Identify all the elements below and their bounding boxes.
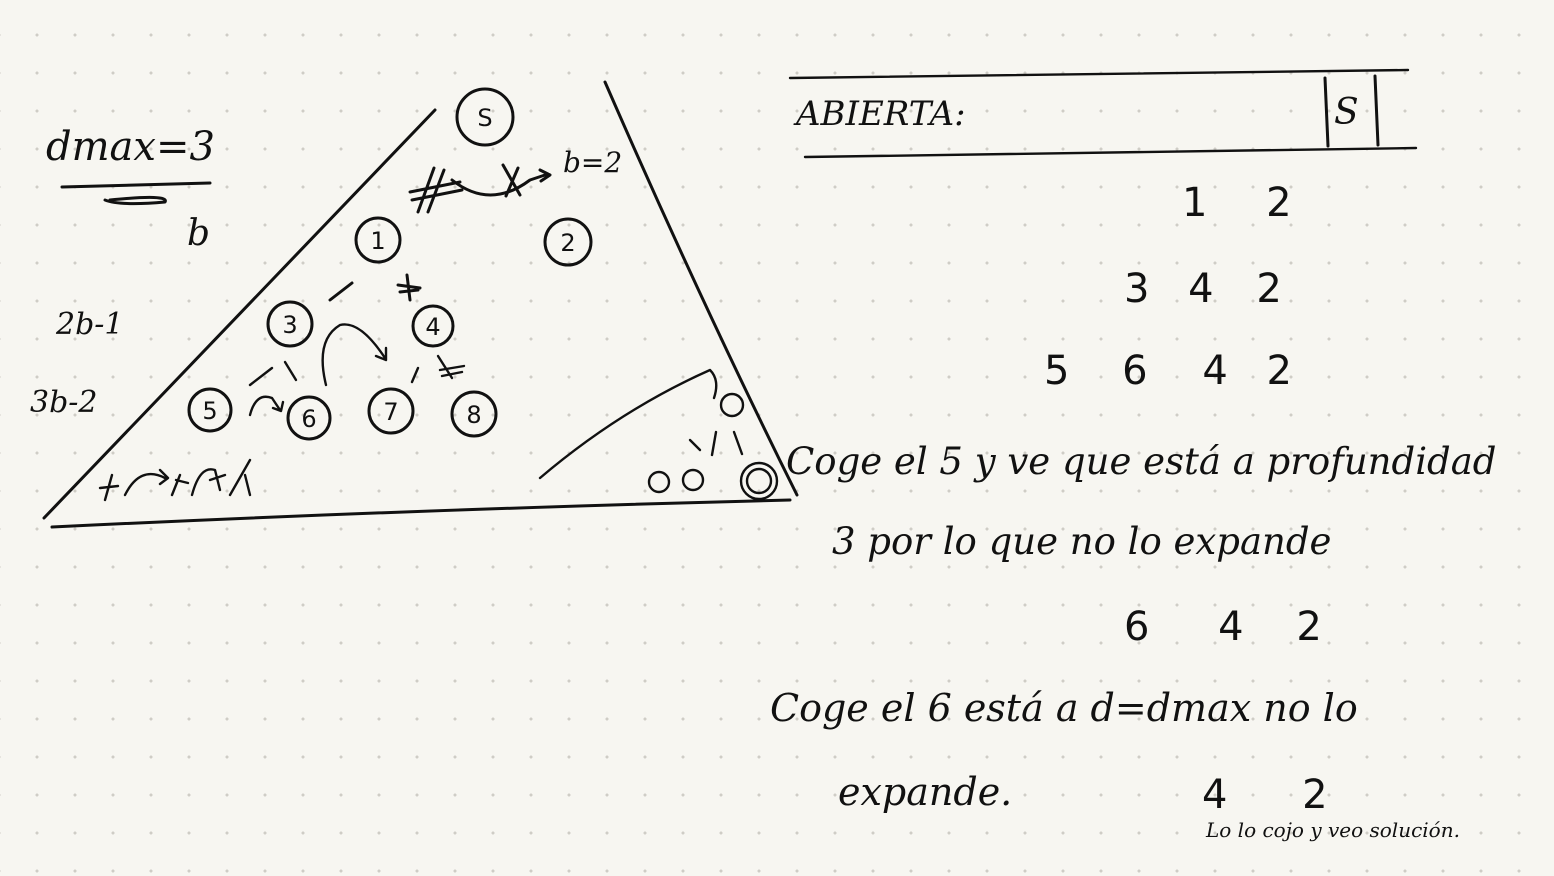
subtree-outline <box>538 368 718 480</box>
tree-node-2: 2 <box>543 217 593 267</box>
node-label: 3 <box>282 311 297 339</box>
level3-label: 3b-2 <box>30 385 98 420</box>
node-circle <box>543 217 593 267</box>
list-item: 6 <box>1124 604 1150 650</box>
b-label: b <box>187 213 210 254</box>
branch-factor-label: b=2 <box>563 146 622 179</box>
edge-4-8-crossed <box>436 354 466 380</box>
subtree-nodes <box>647 392 779 501</box>
abierta-top-line <box>788 68 1410 80</box>
edge-4-7 <box>410 366 420 384</box>
final-note: Lo lo cojo y veo solución. <box>1206 818 1460 842</box>
edge-3-6 <box>283 360 298 382</box>
tree-node-8: 8 <box>450 390 498 438</box>
tree-node-s: S <box>455 87 515 147</box>
open-list-row-5: 4 2 <box>1202 772 1328 818</box>
open-list-row-1: 1 2 <box>1182 180 1292 226</box>
tree-node-4: 4 <box>411 304 455 348</box>
abierta-bottom-line <box>803 146 1418 159</box>
abierta-initial-cell: S <box>1334 92 1359 133</box>
list-item: 4 <box>1188 266 1214 312</box>
list-item: 2 <box>1266 348 1292 394</box>
node-circle <box>450 390 498 438</box>
tree-node-5: 5 <box>187 387 233 433</box>
list-item: 2 <box>1266 180 1292 226</box>
list-item: 2 <box>1302 772 1328 818</box>
abierta-cell-right <box>1373 74 1380 147</box>
node-label: 8 <box>466 401 481 429</box>
arrow-5-to-6 <box>248 395 285 417</box>
list-item: 3 <box>1124 266 1150 312</box>
node-label: 2 <box>560 229 575 257</box>
dmax-underline <box>60 181 212 206</box>
crossed-arrow-s-to-2 <box>408 163 552 214</box>
open-list-row-3: 5 6 4 2 <box>1044 348 1292 394</box>
note-2-line-2: expande. <box>838 770 1013 814</box>
edge-1-4-crossed <box>396 273 422 302</box>
edge-1-3 <box>328 281 354 302</box>
list-item: 5 <box>1044 348 1070 394</box>
abierta-cell-left <box>1323 76 1330 148</box>
note-1-line-2: 3 por lo que no lo expande <box>832 520 1332 563</box>
list-item: 1 <box>1182 180 1208 226</box>
list-item: 4 <box>1202 772 1228 818</box>
dmax-label: dmax=3 <box>46 124 215 170</box>
node-circle <box>354 216 402 264</box>
note-1-line-1: Coge el 5 y ve que está a profundidad <box>786 440 1497 483</box>
node-label: 5 <box>202 397 217 425</box>
list-item: 2 <box>1296 604 1322 650</box>
tree-node-6: 6 <box>286 395 332 441</box>
list-item: 4 <box>1202 348 1228 394</box>
list-item: 2 <box>1256 266 1282 312</box>
node-circle <box>187 387 233 433</box>
tree-node-3: 3 <box>266 300 314 348</box>
note-2-line-1: Coge el 6 está a d=dmax no lo <box>770 686 1358 730</box>
list-item: 4 <box>1218 604 1244 650</box>
node-circle <box>455 87 515 147</box>
search-space-triangle <box>42 80 799 529</box>
node-label: S <box>477 104 492 132</box>
node-label: 6 <box>301 405 316 433</box>
abierta-header: ABIERTA: <box>796 94 966 134</box>
node-label: 1 <box>370 227 385 255</box>
node-label: 7 <box>383 398 398 426</box>
level2-label: 2b-1 <box>55 307 124 342</box>
open-list-row-4: 6 4 2 <box>1124 604 1322 650</box>
leaf-scribbles <box>98 458 252 502</box>
list-item: 6 <box>1122 348 1148 394</box>
node-circle <box>266 300 314 348</box>
arrow-3-to-7 <box>321 323 388 387</box>
node-circle <box>286 395 332 441</box>
open-list-row-2: 3 4 2 <box>1124 266 1282 312</box>
node-circle <box>367 387 415 435</box>
node-circle <box>411 304 455 348</box>
tree-node-7: 7 <box>367 387 415 435</box>
node-label: 4 <box>425 313 440 341</box>
tree-node-1: 1 <box>354 216 402 264</box>
tree-nodes: S 1 2 3 4 5 6 7 8 <box>187 87 593 441</box>
edge-3-5 <box>248 366 274 387</box>
